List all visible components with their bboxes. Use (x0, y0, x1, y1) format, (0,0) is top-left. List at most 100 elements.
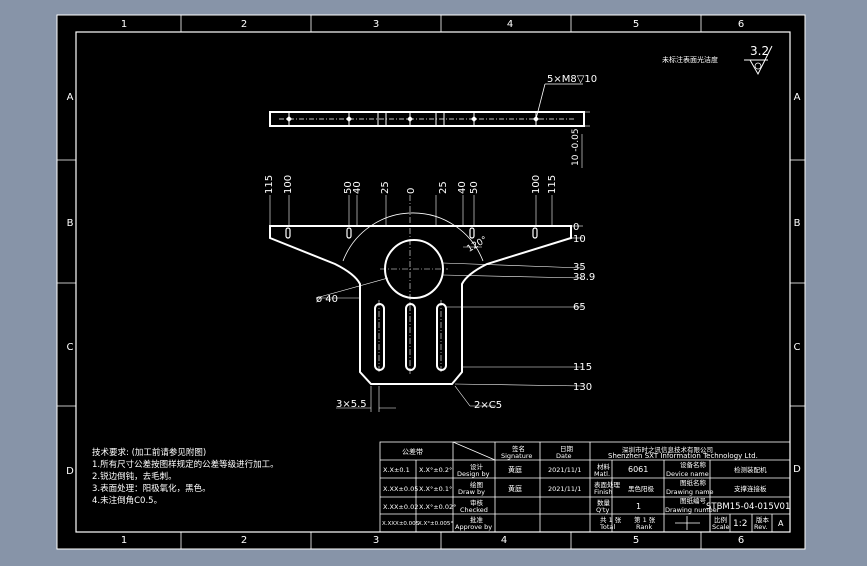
tech-note-line: 技术要求: (加工前请参见附图) (92, 447, 206, 458)
right-dim-115: 115 (573, 362, 592, 373)
material-label-cn: 材料 (597, 462, 611, 471)
side-view (269, 83, 590, 168)
role-design-cn: 设计 (470, 462, 484, 471)
tol-angle-2: X.X°±0.1° (419, 485, 452, 493)
zone-right-c: C (794, 342, 801, 353)
rank-label-en: Rank (636, 523, 652, 531)
device-label-en: Device name (666, 470, 709, 478)
zone-bottom-1: 1 (121, 535, 127, 546)
signature-header-en: Signature (501, 452, 532, 460)
role-draw-en: Draw by (458, 488, 485, 496)
material-label-en: Matl. (594, 470, 610, 478)
signature-header-cn: 签名 (512, 444, 525, 453)
tick-label-0: 0 (406, 188, 417, 194)
rank-label-cn: 第 1 张 (634, 515, 656, 524)
tick-label-100-right: 100 (531, 175, 542, 194)
number-label-en: Drawing number (665, 506, 720, 514)
finish-value: 黑色阳极 (628, 484, 655, 493)
finish-label-en: Finish (594, 488, 613, 496)
zone-right-b: B (794, 218, 801, 229)
tol-angle-4: X.X°±0.005° (418, 521, 453, 527)
zone-labels: 1 2 3 4 5 6 1 2 3 4 5 6 A B C D A B C D (66, 19, 801, 546)
title-block-text: 公差带 X.X±0.1 X.X°±0.2° X.XX±0.05 X.X°±0.1… (382, 444, 790, 531)
drawing-label-en: Drawing name (666, 488, 714, 496)
tick-label-50-right: 50 (469, 181, 480, 194)
date-design: 2021/11/1 (548, 466, 581, 474)
scale-value: 1:2 (733, 519, 747, 529)
qty-value: 1 (636, 502, 641, 511)
rev-label-cn: 版本 (756, 515, 770, 524)
roughness-note: 未标注表面光洁度 (662, 55, 718, 64)
tick-label-100-left: 100 (283, 175, 294, 194)
tech-note-line: 4.未注倒角C0.5。 (92, 495, 162, 506)
company-name-en: Shenzhen SXT Information Technology Ltd. (608, 452, 758, 460)
slot-dim: 3×5.5 (336, 399, 367, 410)
roughness-check-icon (744, 45, 773, 76)
tol-linear-2: X.XX±0.05 (383, 485, 418, 493)
signature-draw: 黄庭 (508, 484, 522, 493)
tick-label-25-right: 25 (438, 181, 449, 194)
zone-bottom-4: 4 (501, 535, 507, 546)
tick-label-50-left: 50 (343, 181, 354, 194)
date-header-en: Date (556, 452, 572, 460)
roughness-value: 3.2 (750, 44, 769, 58)
tech-note-line: 1.所有尺寸公差按图样规定的公差等级进行加工。 (92, 459, 279, 470)
zone-right-a: A (794, 92, 801, 103)
right-dim-35: 35 (573, 262, 586, 273)
zone-left-d: D (66, 466, 74, 477)
finish-label-cn: 表面处理 (594, 480, 621, 489)
tech-note-line: 3.表面处理：阳极氧化，黑色。 (92, 483, 211, 494)
tech-notes: 技术要求: (加工前请参见附图) 1.所有尺寸公差按图样规定的公差等级进行加工。… (92, 447, 279, 506)
role-checked-cn: 审核 (470, 498, 484, 507)
zone-left-a: A (67, 92, 74, 103)
zone-bottom-5: 5 (633, 535, 639, 546)
right-dim-38-9: 38.9 (573, 272, 595, 283)
tol-angle-1: X.X°±0.2° (419, 466, 452, 474)
role-approve-en: Approve by (455, 523, 492, 531)
zone-bottom-3: 3 (373, 535, 379, 546)
material-value: 6061 (628, 465, 648, 474)
zone-bottom-6: 6 (738, 535, 744, 546)
tick-label-115-right: 115 (547, 175, 558, 194)
tick-label-40-right: 40 (457, 181, 468, 194)
zone-top-5: 5 (633, 19, 639, 30)
zone-top-3: 3 (373, 19, 379, 30)
zone-bottom-2: 2 (241, 535, 247, 546)
zone-top-4: 4 (507, 19, 513, 30)
front-dimension-labels: 115 100 50 40 25 0 25 40 50 100 115 0 10… (264, 175, 595, 411)
tick-label-25-left: 25 (380, 181, 391, 194)
qty-label-en: Q'ty (596, 506, 609, 514)
drawing-name: 支撑连接板 (734, 484, 767, 493)
signature-design: 黄庭 (508, 465, 522, 474)
zone-left-b: B (67, 218, 74, 229)
tolerance-header: 公差带 (402, 447, 423, 456)
date-header-cn: 日期 (560, 445, 574, 453)
scale-label-en: Scale (712, 523, 730, 531)
right-dim-65: 65 (573, 302, 586, 313)
right-dim-0: 0 (573, 222, 579, 233)
drawing-number: STBM15-04-015V01 (706, 502, 790, 512)
diameter-dim: ø 40 (316, 294, 338, 305)
tick-label-115-left: 115 (264, 175, 275, 194)
number-label-cn: 图纸编号 (680, 496, 707, 505)
tick-label-40-left: 40 (352, 181, 363, 194)
tol-angle-3: X.X°±0.02° (419, 503, 456, 511)
rev-label-en: Rev. (754, 523, 768, 531)
chamfer-dim: 2×C5 (474, 400, 502, 411)
tol-linear-3: X.XX±0.02 (383, 503, 418, 511)
device-name: 检测装配机 (734, 465, 767, 474)
role-approve-cn: 批准 (470, 515, 484, 524)
zone-top-6: 6 (738, 19, 744, 30)
tol-linear-1: X.X±0.1 (383, 466, 410, 474)
front-view (269, 195, 584, 412)
company-name-cn: 深圳市时之讯信息技术有限公司 (622, 445, 713, 454)
right-dim-10: 10 (573, 234, 586, 245)
role-checked-en: Checked (460, 506, 488, 514)
qty-label-cn: 数量 (597, 498, 611, 507)
zone-right-d: D (793, 464, 801, 475)
role-draw-cn: 绘图 (470, 480, 483, 489)
scale-label-cn: 比例 (714, 515, 727, 524)
tol-linear-4: X.XXX±0.005 (382, 521, 420, 527)
total-label-en: Total (599, 523, 615, 531)
